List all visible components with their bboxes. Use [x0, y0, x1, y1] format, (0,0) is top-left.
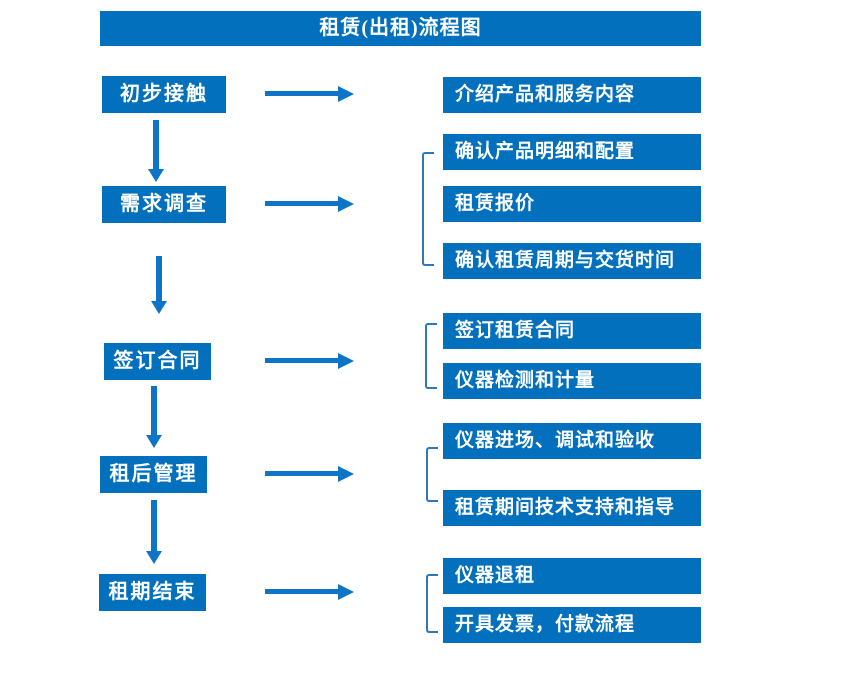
group-bracket-contract: [425, 323, 437, 389]
group-bracket-demand-survey: [422, 152, 434, 266]
detail-invoice-payment-process: 开具发票，付款流程: [443, 607, 701, 643]
down-arrow-2: [151, 256, 167, 314]
arrow-head: [338, 353, 354, 369]
arrow-head: [338, 86, 354, 102]
detail-instrument-inspection-metering: 仪器检测和计量: [443, 363, 701, 399]
right-arrow-5: [265, 584, 354, 600]
flowchart-title: 租赁(出租)流程图: [319, 17, 482, 39]
arrow-head: [146, 551, 162, 564]
arrow-shaft: [153, 120, 159, 169]
arrow-shaft: [156, 256, 162, 301]
arrow-shaft: [265, 471, 339, 476]
arrow-shaft: [265, 201, 339, 206]
group-bracket-rental-end: [426, 574, 438, 633]
arrow-head: [151, 301, 167, 314]
group-bracket-post-rental: [426, 447, 438, 502]
right-arrow-2: [265, 196, 354, 212]
step-rental-end: 租期结束: [99, 574, 206, 611]
detail-intro-products-services: 介绍产品和服务内容: [443, 77, 701, 113]
arrow-head: [146, 435, 162, 448]
right-arrow-1: [265, 86, 354, 102]
detail-sign-rental-contract: 签订租赁合同: [443, 313, 701, 349]
step-post-rental-management: 租后管理: [100, 456, 207, 493]
flowchart-title-bar: 租赁(出租)流程图: [100, 11, 701, 46]
arrow-head: [338, 466, 354, 482]
down-arrow-1: [148, 120, 164, 182]
step-demand-survey: 需求调查: [102, 186, 226, 223]
detail-instrument-return: 仪器退租: [443, 558, 701, 594]
arrow-shaft: [265, 358, 339, 363]
arrow-head: [148, 169, 164, 182]
arrow-head: [338, 584, 354, 600]
down-arrow-4: [146, 500, 162, 564]
right-arrow-4: [265, 466, 354, 482]
detail-instrument-entry-debug-acceptance: 仪器进场、调试和验收: [443, 423, 701, 459]
right-arrow-3: [265, 353, 354, 369]
arrow-shaft: [151, 386, 157, 435]
arrow-shaft: [151, 500, 157, 551]
detail-confirm-rental-period-delivery: 确认租赁周期与交货时间: [443, 243, 701, 279]
detail-confirm-product-details: 确认产品明细和配置: [443, 134, 701, 170]
step-contract-signing: 签订合同: [104, 343, 211, 380]
detail-rental-quotation: 租赁报价: [443, 186, 701, 222]
step-initial-contact: 初步接触: [102, 76, 226, 113]
arrow-shaft: [265, 91, 339, 96]
arrow-shaft: [265, 589, 339, 594]
down-arrow-3: [146, 386, 162, 448]
arrow-head: [338, 196, 354, 212]
detail-rental-technical-support: 租赁期间技术支持和指导: [443, 490, 701, 526]
